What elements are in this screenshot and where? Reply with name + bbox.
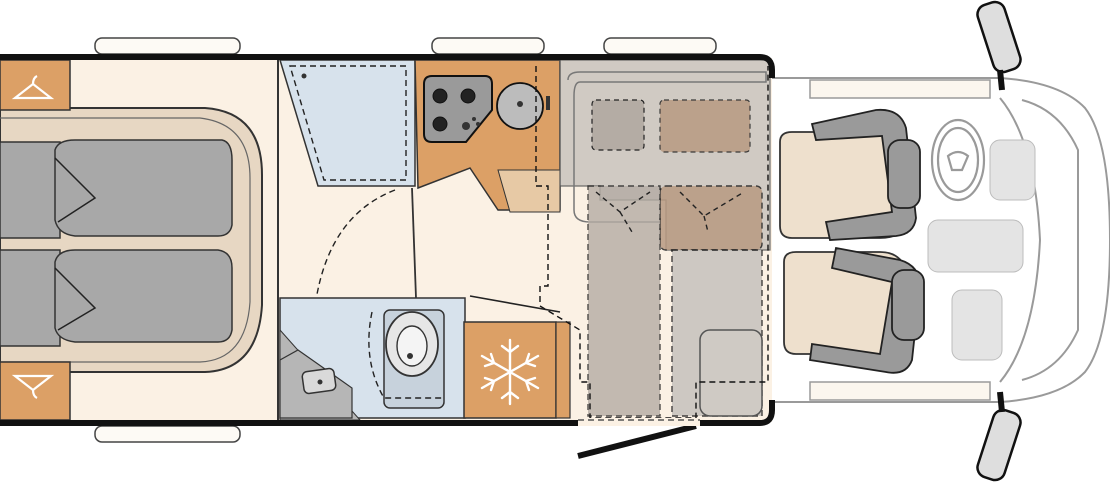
snowflake-icon <box>480 338 540 406</box>
kitchen-lower <box>497 169 561 213</box>
passenger-seat <box>783 246 925 374</box>
toilet-swing <box>368 311 444 399</box>
sink-icon <box>496 82 550 130</box>
toilet-seat <box>396 325 428 367</box>
driver-seat <box>779 108 921 241</box>
lounge <box>469 59 771 419</box>
rear-bedroom <box>0 59 263 421</box>
stove-icon <box>423 75 493 143</box>
top-wall <box>0 54 775 78</box>
shower-drain <box>301 73 307 79</box>
dinette-table <box>659 185 763 251</box>
drop-bed-outline <box>535 66 769 419</box>
bed-right-upper <box>54 139 233 237</box>
door-threshold <box>578 418 700 426</box>
wardrobe-bottom <box>0 361 71 421</box>
bottom-wall-front <box>700 400 775 426</box>
basin-drain <box>317 379 323 385</box>
bed-fold-upper <box>54 157 97 223</box>
window-top-3 <box>603 37 717 55</box>
entry-line <box>469 295 561 313</box>
toilet-flush <box>407 353 413 359</box>
bed-fold-lower <box>54 267 97 331</box>
shower-tray-dashed <box>289 65 407 181</box>
window-top-2 <box>431 37 545 55</box>
bathroom <box>278 59 466 421</box>
cushion-1 <box>591 99 645 151</box>
bathroom-partition <box>411 187 417 299</box>
cab-dash-panel-2 <box>927 219 1024 273</box>
steering-wheel-icon <box>930 118 986 202</box>
bed-frame-inner <box>0 117 251 363</box>
cab-door-top <box>809 79 991 99</box>
window-bottom-1 <box>94 425 241 443</box>
dashboard <box>999 97 1042 383</box>
fridge-side <box>555 321 571 419</box>
fridge <box>463 321 571 419</box>
cab-seats <box>779 108 986 374</box>
hanger-icon <box>11 75 55 100</box>
mirror-top-icon <box>976 0 1022 74</box>
cab-dash-panel-3 <box>951 289 1003 361</box>
fold-left <box>595 191 651 233</box>
mirror-arm-top <box>997 69 1005 91</box>
bed-lower <box>0 249 61 347</box>
cab-door-bottom <box>809 381 991 401</box>
bed-right-lower <box>54 249 233 343</box>
mirror-arm-bottom <box>997 391 1005 413</box>
seat-lower-right <box>699 329 763 417</box>
bed-base-left <box>587 185 661 417</box>
bed-upper <box>0 141 61 239</box>
door-leaf <box>577 423 697 459</box>
cab-dash-panel-1 <box>989 139 1036 201</box>
fold-right <box>679 191 745 233</box>
outer-walls <box>0 54 775 459</box>
lounge-bench <box>567 71 767 223</box>
mirrors <box>976 0 1022 482</box>
windows <box>94 37 717 443</box>
window-top-1 <box>94 37 241 55</box>
bathroom-door-curve <box>315 189 396 301</box>
hanger-icon <box>11 374 55 399</box>
windshield <box>1021 99 1079 381</box>
mirror-bottom-icon <box>976 408 1022 482</box>
cushion-2 <box>659 99 751 153</box>
